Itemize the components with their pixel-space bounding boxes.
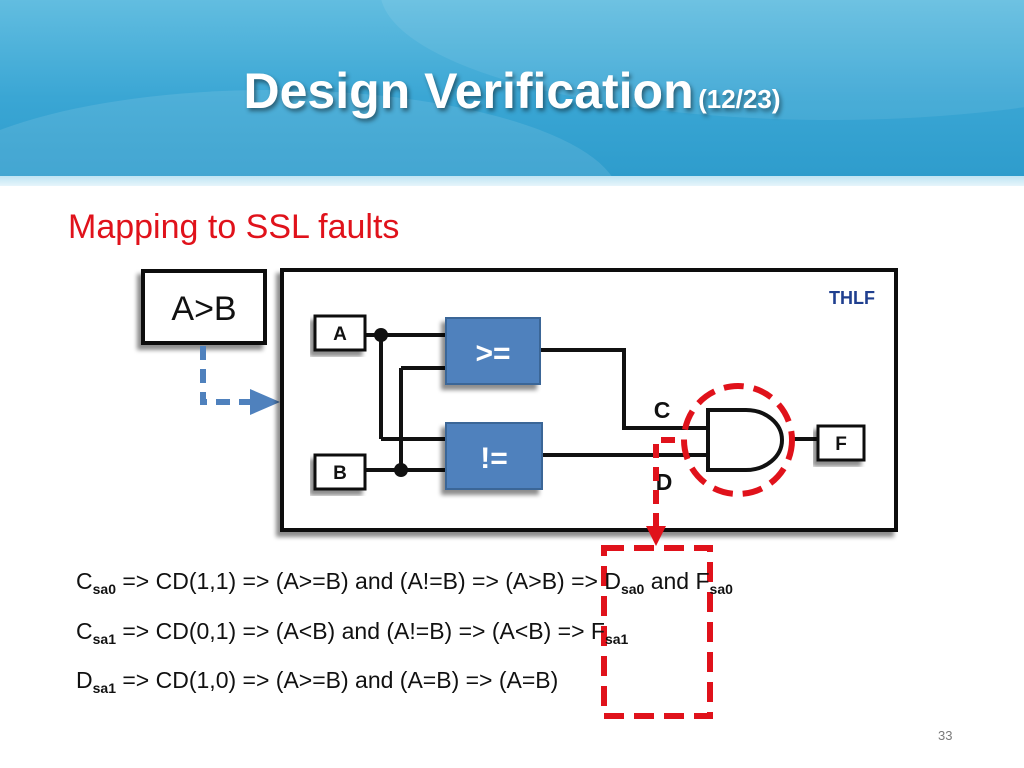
page-number: 33 [938, 728, 953, 743]
eq1-signal-sub: sa0 [92, 581, 116, 597]
spec-arrow [200, 346, 280, 415]
spec-box: A>B [141, 269, 267, 345]
eq2-signal-sub: sa1 [92, 631, 116, 647]
input-a-label: A [333, 324, 347, 345]
eq2-result-sub: sa1 [604, 631, 629, 647]
input-a: A [313, 314, 367, 352]
and-gate [706, 408, 784, 472]
comparator-ge: >= [445, 317, 541, 385]
equation-line-1: Csa0 => CD(1,1) => (A>=B) and (A!=B) => … [76, 568, 733, 597]
slide-subtitle: Mapping to SSL faults [68, 208, 400, 246]
input-b-label: B [333, 463, 347, 484]
eq1-final-sub: sa0 [709, 581, 733, 597]
eq3-signal-sub: sa1 [92, 680, 116, 696]
junction-dot [374, 328, 388, 342]
output-f: F [816, 424, 866, 462]
equation-line-3: Dsa1 => CD(1,0) => (A>=B) and (A=B) => (… [76, 667, 559, 696]
spec-box-label: A>B [171, 290, 236, 328]
junction-dot [394, 463, 408, 477]
eq2-text: => CD(0,1) => (A<B) and (A!=B) => (A<B) … [115, 618, 605, 644]
title-banner [0, 0, 1024, 178]
comparator-ne: != [445, 422, 543, 490]
eq1-text: => CD(1,1) => (A>=B) and (A!=B) => (A>B)… [115, 568, 621, 594]
eq1-signal: C [76, 568, 93, 594]
fault-arrow [646, 437, 675, 546]
thlf-label: THLF [829, 288, 875, 308]
fault-highlight-box [601, 545, 713, 719]
title-counter: (12/23) [698, 84, 781, 114]
input-b: B [313, 453, 367, 491]
comparator-ge-label: >= [475, 337, 510, 370]
banner-strip [0, 176, 1024, 186]
output-f-label: F [835, 434, 847, 455]
fault-marker-circle [681, 383, 795, 497]
comparator-ne-label: != [480, 442, 508, 475]
eq3-text: => CD(1,0) => (A>=B) and (A=B) => (A=B) [115, 667, 559, 693]
thlf-block: THLF [280, 268, 898, 532]
title-text: Design Verification [243, 63, 694, 119]
slide-title: Design Verification (12/23) [0, 62, 1024, 120]
eq3-signal: D [76, 667, 93, 693]
signal-d-label: D [656, 469, 673, 495]
eq1-and-text: and F [644, 568, 710, 594]
eq2-signal: C [76, 618, 93, 644]
signal-c-label: C [654, 397, 671, 423]
equation-line-2: Csa1 => CD(0,1) => (A<B) and (A!=B) => (… [76, 618, 629, 647]
eq1-result-sub: sa0 [620, 581, 645, 597]
